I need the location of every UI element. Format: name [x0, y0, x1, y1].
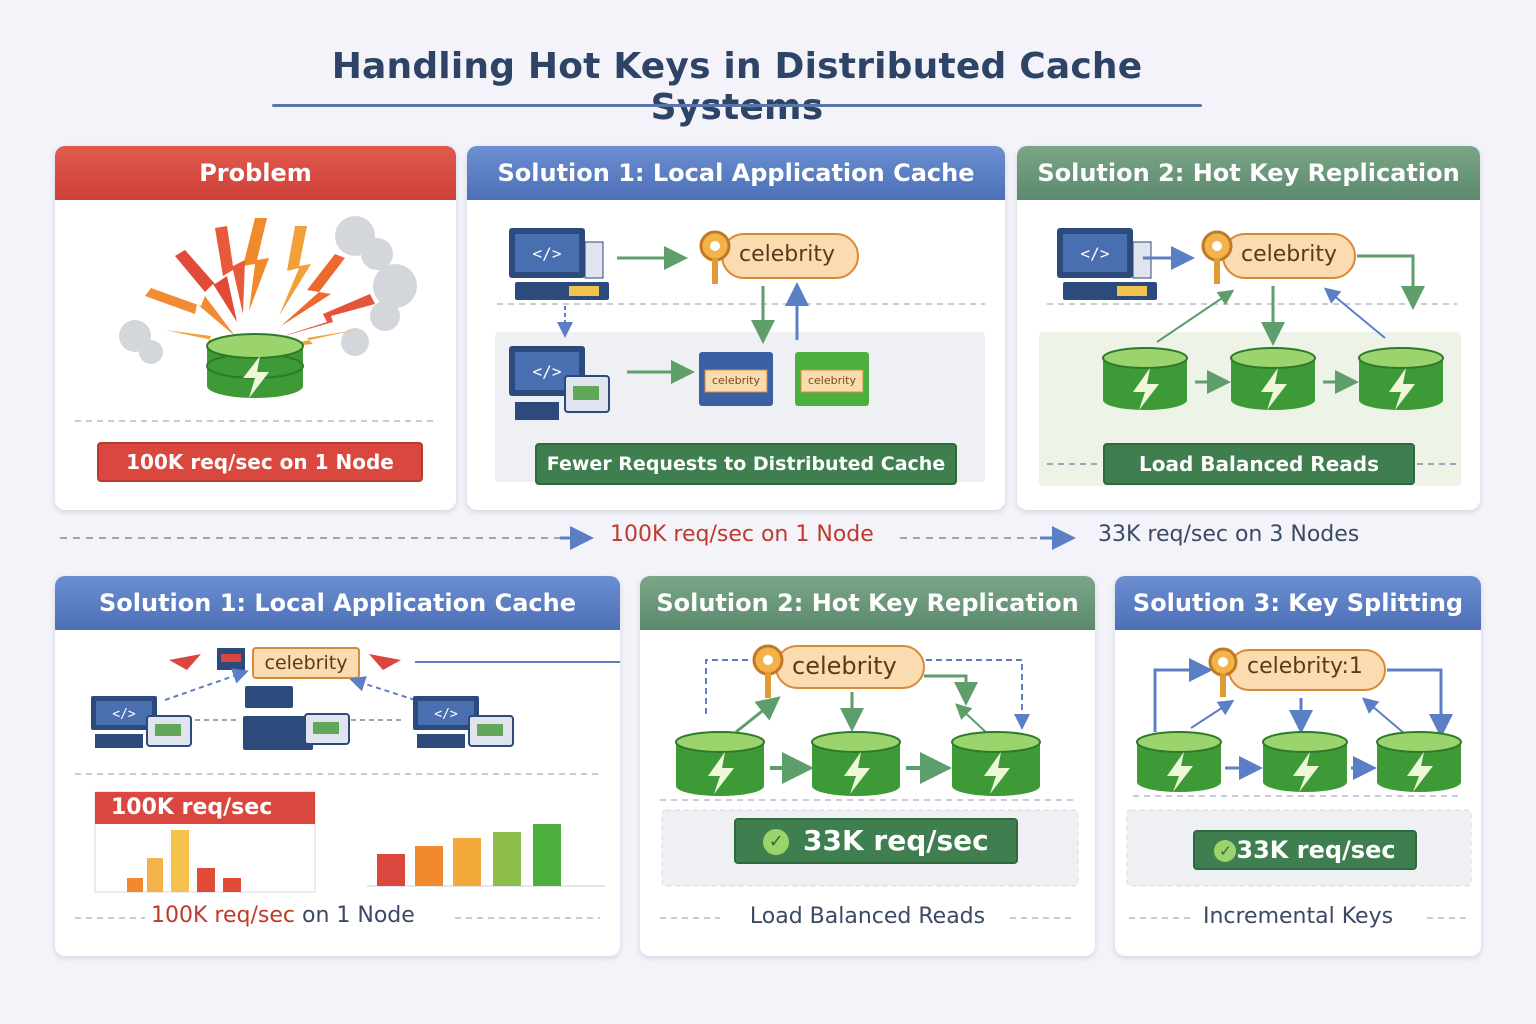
app-server-icon	[243, 686, 350, 750]
svg-text:</>: </>	[434, 707, 458, 722]
key-icon	[699, 230, 859, 284]
local-cache-panel-top: Solution 1: Local Application Cache </>	[467, 146, 1005, 510]
problem-panel: Problem 100K req/sec on 1 Node	[55, 146, 456, 510]
check-icon: ✓	[763, 829, 790, 855]
svg-text:</>: </>	[533, 362, 562, 381]
cache-node-icon	[1262, 731, 1348, 792]
problem-illustration	[75, 216, 436, 422]
local-cache-header-bottom: Solution 1: Local Application Cache	[55, 576, 620, 630]
replication-panel-bottom: Solution 2: Hot Key Replication	[640, 576, 1095, 956]
replication-badge-top: Load Balanced Reads	[1103, 443, 1415, 485]
splitting-header: Solution 3: Key Splitting	[1115, 576, 1481, 630]
flow-after-label: 33K req/sec on 3 Nodes	[1098, 522, 1360, 547]
cache-node-icon	[1230, 347, 1316, 410]
distributed-cache-node-icon	[795, 352, 869, 406]
cache-node-icon	[811, 731, 901, 796]
splitting-panel: Solution 3: Key Splitting	[1115, 576, 1481, 956]
caption-rate: 100K req/sec	[151, 903, 295, 928]
cache-node-icon	[675, 731, 765, 796]
replication-badge-bottom: ✓ 33K req/sec	[734, 818, 1018, 864]
svg-text:</>: </>	[1081, 244, 1110, 263]
app-server-icon: </>	[91, 696, 192, 748]
chart-header-label: 100K req/sec	[111, 795, 273, 820]
cache-node-icon	[1376, 731, 1462, 792]
cache-node-icon	[951, 731, 1041, 796]
app-server-icon: </>	[1057, 228, 1157, 300]
key-icon	[1201, 230, 1356, 284]
app-server-icon: </>	[413, 696, 514, 748]
diagram-title: Handling Hot Keys in Distributed Cache S…	[331, 46, 1143, 128]
local-cache-header-top: Solution 1: Local Application Cache	[467, 146, 1005, 200]
local-cache-illustration-bottom: </> </>	[75, 647, 620, 919]
cache-node-icon	[1102, 347, 1188, 410]
key-label: celebrity	[792, 652, 897, 680]
flow-connector	[60, 526, 1076, 550]
app-server-icon: </>	[509, 228, 609, 300]
badge-value: 33K req/sec	[803, 824, 989, 857]
replication-panel-top: Solution 2: Hot Key Replication </>	[1017, 146, 1480, 510]
smoke-icon	[119, 216, 417, 364]
mini-key-label: celebrity	[807, 374, 857, 387]
key-icon	[752, 644, 925, 698]
title-underline	[272, 104, 1202, 107]
replication-header-bottom: Solution 2: Hot Key Replication	[640, 576, 1095, 630]
flow-before-label: 100K req/sec on 1 Node	[610, 522, 874, 547]
key-label: celebrity	[739, 242, 836, 267]
cache-node-icon	[1136, 731, 1222, 792]
key-icon	[169, 647, 401, 679]
local-cache-node-icon	[699, 352, 773, 406]
caption-scope: on 1 Node	[301, 903, 415, 928]
key-icon	[1208, 647, 1386, 697]
app-server-icon: </>	[509, 346, 610, 420]
replication-illustration-bottom	[660, 644, 1079, 919]
svg-text:</>: </>	[533, 244, 562, 263]
local-cache-badge-top: Fewer Requests to Distributed Cache	[535, 443, 957, 485]
cache-node-icon	[206, 333, 304, 398]
key-label: celebrity	[264, 652, 348, 674]
replication-caption-bottom: Load Balanced Reads	[749, 904, 986, 929]
problem-header: Problem	[55, 146, 456, 200]
splitting-caption: Incremental Keys	[1202, 904, 1394, 929]
local-cache-caption-bottom: 100K req/sec on 1 Node	[151, 903, 415, 928]
key-label: celebrity:1	[1247, 654, 1363, 679]
mini-key-label: celebrity	[711, 374, 761, 387]
svg-text:</>: </>	[112, 707, 136, 722]
cache-node-icon	[1358, 347, 1444, 410]
check-icon: ✓	[1214, 840, 1237, 862]
key-label: celebrity	[1241, 242, 1338, 267]
badge-value: 33K req/sec	[1236, 836, 1396, 864]
replication-header-top: Solution 2: Hot Key Replication	[1017, 146, 1480, 200]
splitting-illustration	[1126, 647, 1472, 919]
problem-load-badge: 100K req/sec on 1 Node	[97, 442, 423, 482]
local-cache-panel-bottom: Solution 1: Local Application Cache </>	[55, 576, 620, 956]
splitting-badge: ✓33K req/sec	[1193, 830, 1417, 870]
